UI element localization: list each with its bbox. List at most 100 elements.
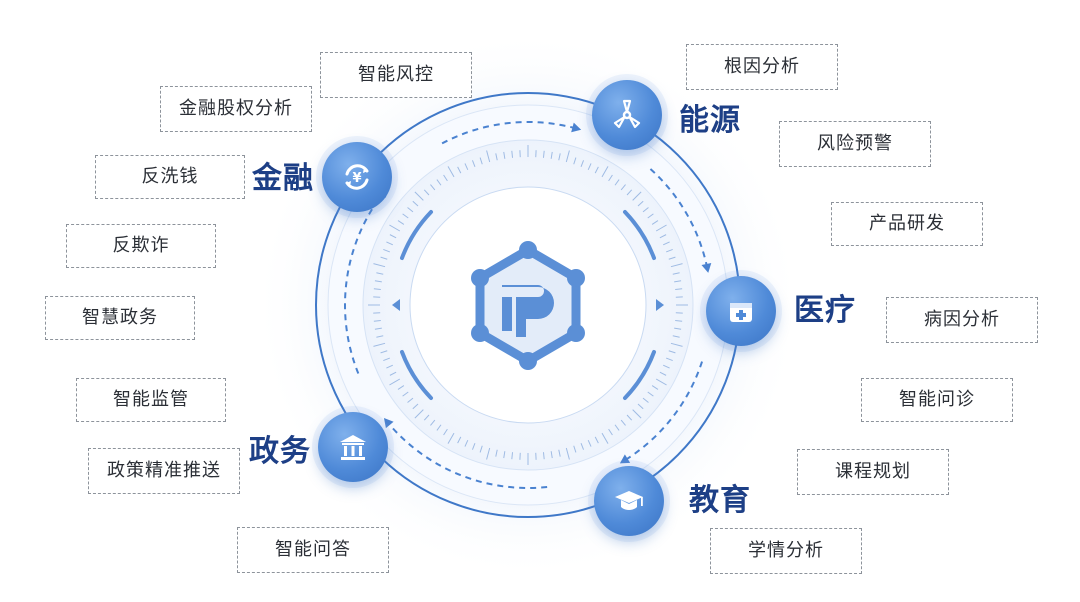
tick-mark bbox=[386, 364, 393, 369]
tick-mark bbox=[587, 163, 592, 170]
tag-smart-qa: 智能问答 bbox=[237, 527, 389, 573]
education-node[interactable] bbox=[594, 466, 664, 536]
tick-mark bbox=[601, 166, 609, 178]
tick-mark bbox=[642, 207, 649, 213]
tick-mark bbox=[407, 397, 414, 403]
tick-mark bbox=[573, 157, 577, 165]
tick-mark bbox=[594, 166, 599, 174]
tick-mark bbox=[464, 440, 469, 447]
energy-node[interactable] bbox=[592, 80, 662, 150]
government-building-icon bbox=[340, 435, 366, 460]
tick-mark bbox=[471, 442, 476, 450]
tick-mark bbox=[412, 403, 419, 410]
flow-arc bbox=[441, 121, 576, 145]
domain-label-medical: 医疗 bbox=[794, 293, 856, 328]
tick-mark bbox=[665, 357, 673, 362]
svg-text:¥: ¥ bbox=[352, 171, 361, 186]
government-node[interactable] bbox=[318, 412, 388, 482]
finance-node[interactable]: ¥ bbox=[322, 142, 392, 212]
flow-arc bbox=[387, 421, 548, 489]
tick-mark bbox=[414, 409, 424, 419]
tag-anti-money-laundering: 反洗钱 bbox=[95, 155, 245, 199]
tick-mark bbox=[414, 191, 424, 201]
tick-mark bbox=[383, 248, 391, 253]
tick-mark bbox=[389, 234, 397, 239]
tick-mark bbox=[614, 424, 620, 431]
tick-mark bbox=[675, 319, 683, 322]
tick-mark bbox=[580, 160, 585, 168]
tick-mark bbox=[637, 200, 644, 207]
tick-mark bbox=[486, 150, 491, 163]
tick-mark bbox=[542, 452, 545, 460]
tick-mark bbox=[374, 327, 382, 330]
tick-mark bbox=[380, 256, 388, 260]
flow-arrowhead bbox=[619, 454, 631, 464]
tick-mark bbox=[436, 424, 442, 431]
tick-mark bbox=[412, 200, 419, 207]
tick-mark bbox=[376, 335, 384, 338]
tick-mark bbox=[550, 451, 553, 459]
tick-mark bbox=[647, 391, 654, 397]
tag-smart-government: 智慧政务 bbox=[45, 296, 195, 340]
flow-arc bbox=[649, 168, 708, 268]
yuen-refresh-icon: ¥ bbox=[345, 164, 369, 190]
tick-mark bbox=[373, 263, 386, 268]
tick-mark bbox=[373, 342, 386, 347]
tick-mark bbox=[580, 442, 585, 450]
domain-label-government: 政务 bbox=[249, 434, 311, 469]
tick-mark bbox=[495, 153, 498, 161]
tick-mark bbox=[423, 189, 430, 196]
tick-mark bbox=[430, 184, 436, 191]
tick-mark bbox=[642, 397, 649, 403]
tag-smart-diagnosis: 智能问诊 bbox=[861, 378, 1013, 422]
tick-mark bbox=[373, 288, 381, 291]
tick-mark bbox=[655, 224, 667, 232]
tick-mark bbox=[511, 452, 514, 460]
tick-mark bbox=[558, 449, 561, 457]
tick-mark bbox=[672, 335, 680, 338]
tp-logo bbox=[471, 241, 585, 370]
tick-mark bbox=[407, 207, 414, 213]
flow-arrowhead bbox=[383, 418, 394, 429]
tick-mark bbox=[674, 280, 682, 283]
tick-mark bbox=[608, 428, 613, 436]
tick-mark bbox=[376, 272, 384, 275]
tick-mark bbox=[637, 403, 644, 410]
tick-mark bbox=[471, 160, 476, 168]
tick-mark bbox=[614, 179, 620, 186]
tag-product-rd: 产品研发 bbox=[831, 202, 983, 246]
tick-mark bbox=[380, 350, 388, 354]
tick-mark bbox=[632, 191, 642, 201]
tick-mark bbox=[675, 288, 683, 291]
tick-mark bbox=[436, 179, 442, 186]
medical-node[interactable] bbox=[706, 276, 776, 346]
tick-mark bbox=[550, 151, 553, 159]
tick-mark bbox=[632, 409, 642, 419]
tick-mark bbox=[495, 449, 498, 457]
tick-mark bbox=[668, 350, 676, 354]
tick-mark bbox=[383, 357, 391, 362]
tick-mark bbox=[373, 319, 381, 322]
tick-mark bbox=[670, 342, 683, 347]
flow-arrowhead bbox=[701, 262, 712, 273]
tick-mark bbox=[565, 447, 570, 460]
tick-mark bbox=[558, 153, 561, 161]
tick-mark bbox=[659, 234, 667, 239]
tick-mark bbox=[457, 166, 462, 174]
tick-mark bbox=[672, 272, 680, 275]
tick-mark bbox=[542, 150, 545, 158]
tag-risk-warning: 风险预警 bbox=[779, 121, 931, 167]
tick-mark bbox=[503, 151, 506, 159]
tick-mark bbox=[573, 445, 577, 453]
tag-financial-equity: 金融股权分析 bbox=[160, 86, 312, 132]
tick-mark bbox=[626, 189, 633, 196]
tick-mark bbox=[565, 150, 570, 163]
tick-mark bbox=[423, 414, 430, 421]
tick-mark bbox=[479, 157, 483, 165]
tick-mark bbox=[651, 220, 659, 225]
domain-label-finance: 金融 bbox=[252, 161, 314, 196]
tick-mark bbox=[443, 174, 448, 182]
tick-mark bbox=[659, 371, 667, 376]
tick-mark bbox=[374, 280, 382, 283]
